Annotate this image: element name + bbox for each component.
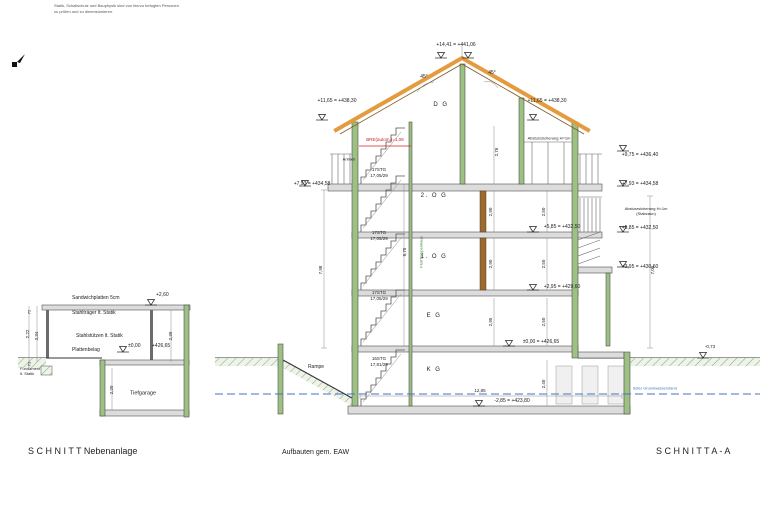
dim-798: 7,98: [318, 265, 324, 275]
dim-295-eg: 2,95: [488, 317, 494, 327]
dim-240-kg: 2,40: [541, 379, 547, 389]
dim-250-1og: 2,50: [541, 259, 547, 269]
dim-250-2og: 2,50: [541, 207, 547, 217]
lbl-45-right: 45°: [488, 69, 496, 76]
dim-290-2og: 2,90: [488, 207, 494, 217]
stairs: [360, 127, 406, 407]
lbl-bre: BRE(autom.)=1,09: [366, 137, 404, 143]
dim-1285: 12,85: [474, 388, 486, 394]
kg-bays: [555, 365, 625, 405]
dimension-lines: [321, 126, 653, 406]
lbl-antrieb: Antrieb: [342, 156, 356, 162]
dim-71: 71: [26, 361, 32, 367]
lbl-stahlstuetzen: Stahlstützen lt. Statik: [76, 333, 123, 339]
lbl-395: +3,95 = +430,60: [621, 263, 659, 270]
walls: [277, 63, 631, 415]
disclaimer-text: Statik, Schallschutz und Bauphysik sind …: [54, 3, 179, 14]
lbl-kg: K G: [426, 367, 442, 374]
lbl-neben-000: ±0,00: [128, 343, 141, 349]
lbl-neben-260: +2,60: [156, 292, 169, 298]
title-schnitt-aa: S C H N I T T A - A: [656, 446, 731, 456]
lbl-ridge: +14,41 = +441,06: [436, 41, 476, 48]
lbl-stg-dg: 17STG 17,05/29: [370, 167, 388, 178]
lbl-neben-42665: +426,65: [152, 343, 171, 349]
lbl-stg-kg: 16STG 17,81/29: [370, 356, 388, 367]
lbl-stabzaun: Absturzsicherung H=1m (Stabzaun): [624, 205, 668, 216]
lbl-rampe: Rampe: [307, 363, 325, 370]
lbl-295: +2,95 = +429,60: [543, 283, 581, 290]
lbl-minus073: -0,73: [704, 344, 716, 350]
dim-239: 2,39: [168, 331, 174, 341]
lbl-2og: 2. O G: [420, 193, 448, 200]
lbl-793-left: +7,93 = +434,58: [293, 180, 331, 187]
lbl-585-in: +5,85 = +432,50: [543, 223, 581, 230]
lbl-flur: Flur/Treppenhaus: [418, 236, 424, 268]
dim-290-1og: 2,90: [488, 259, 494, 269]
dim-72: 72: [26, 309, 32, 315]
nebenanlage-drawing: [18, 304, 191, 418]
dim-220: 2,20: [109, 385, 115, 395]
lbl-eave-right: +11,65 = +438,30: [527, 97, 567, 104]
lbl-975: +9,75 = +436,40: [621, 151, 659, 158]
lbl-grundwasser: tiefer Grundwasserstand: [633, 385, 677, 391]
lbl-000: ±0,00 = +426,65: [522, 338, 560, 345]
dim-875: 8,75: [402, 247, 408, 257]
lbl-absturz-dg: Absturzsicherung H=1m: [527, 135, 571, 141]
dim-276: 2,76: [494, 147, 500, 157]
terrain: [215, 357, 760, 406]
lbl-dg: D G: [433, 102, 449, 109]
railings: [330, 141, 602, 265]
lbl-tiefgarage: Tiefgarage: [129, 390, 157, 397]
lbl-285: -2,85 = +423,80: [494, 397, 530, 404]
lbl-45-left: 45°: [420, 73, 428, 80]
lbl-eg: E G: [426, 313, 442, 320]
dim-222: 2,22: [25, 329, 31, 339]
dim-234: 2,34: [34, 331, 40, 341]
lbl-1og: 1. O G: [420, 254, 448, 261]
title-schnitt-nebenanlage: S C H N I T T Nebenanlage: [28, 446, 138, 456]
title-aufbauten: Aufbauten gem. EAW: [282, 449, 350, 456]
main-building-drawing: [116, 44, 760, 415]
lbl-sandwichplatten: Sandwichplatten 5cm: [72, 295, 120, 301]
lbl-stg-2og: 17STG 17,05/29: [370, 230, 388, 241]
lbl-plattenbelag: Plattenbelag: [72, 347, 100, 353]
lbl-fundament: Fundament lt. Statik: [20, 366, 41, 377]
lbl-eave-left: +11,65 = +438,30: [317, 97, 357, 104]
shaft: [479, 190, 487, 291]
lbl-stahltraeger: Stahlträger lt. Statik: [72, 310, 116, 316]
lbl-793-right: +7,93 = +434,58: [621, 180, 659, 187]
lbl-585-out: +5,85 = +432,50: [621, 224, 659, 231]
lbl-stg-1og: 17STG 17,05/29: [370, 290, 388, 301]
dim-705: 7,05: [650, 265, 656, 275]
orientation-icon: [12, 54, 25, 67]
dim-250-eg: 2,50: [541, 317, 547, 327]
